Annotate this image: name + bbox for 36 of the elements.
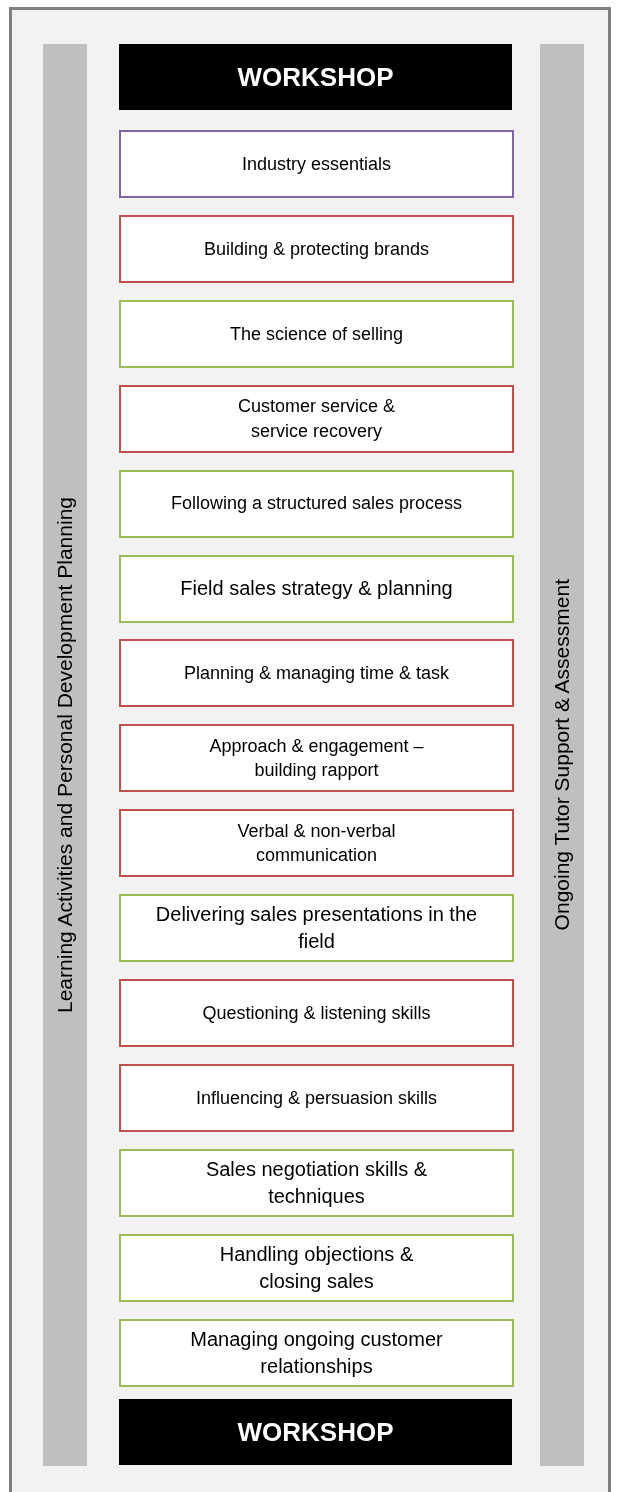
module-box [119, 639, 514, 708]
module-box [119, 1148, 514, 1217]
module-label: Industry essentials [241, 152, 392, 176]
module-box [119, 724, 514, 793]
side-bar [43, 44, 87, 1466]
module-label: Managing ongoing customer relationships [189, 1326, 444, 1379]
module-box [119, 1063, 514, 1132]
workshop-banner: WORKSHOP [119, 1399, 512, 1465]
module-label: Customer service & service recovery [236, 395, 396, 443]
side-bar [540, 44, 584, 1466]
module-label: Approach & engagement – building rapport [208, 735, 425, 783]
module-label: Delivering sales presentations in the field [154, 902, 479, 955]
module-box [119, 384, 514, 453]
module-label: Sales negotiation skills & techniques [204, 1156, 429, 1209]
module-label: The science of selling [229, 322, 404, 346]
module-box [119, 554, 514, 623]
module-label: Influencing & persuasion skills [195, 1086, 438, 1110]
module-label: Building & protecting brands [203, 237, 430, 261]
module-box [119, 469, 514, 538]
workshop-banner: WORKSHOP [119, 44, 512, 110]
module-box [119, 130, 514, 198]
module-box [119, 299, 514, 368]
side-bar-label: Learning Activities and Personal Development Planning [53, 497, 77, 1013]
module-box [119, 809, 514, 878]
module-box [119, 979, 514, 1047]
side-bar-label: Ongoing Tutor Support & Assessment [550, 579, 574, 931]
module-label: Field sales strategy & planning [180, 576, 453, 601]
module-label: Verbal & non-verbal communication [236, 819, 397, 868]
module-label: Planning & managing time & task [183, 662, 450, 686]
module-box [119, 1233, 514, 1302]
module-label: Questioning & listening skills [202, 1001, 431, 1025]
module-box [119, 214, 514, 283]
module-label: Handling objections & closing sales [218, 1241, 415, 1294]
module-label: Following a structured sales process [170, 492, 463, 516]
module-box [119, 894, 514, 963]
module-box [119, 1318, 514, 1387]
